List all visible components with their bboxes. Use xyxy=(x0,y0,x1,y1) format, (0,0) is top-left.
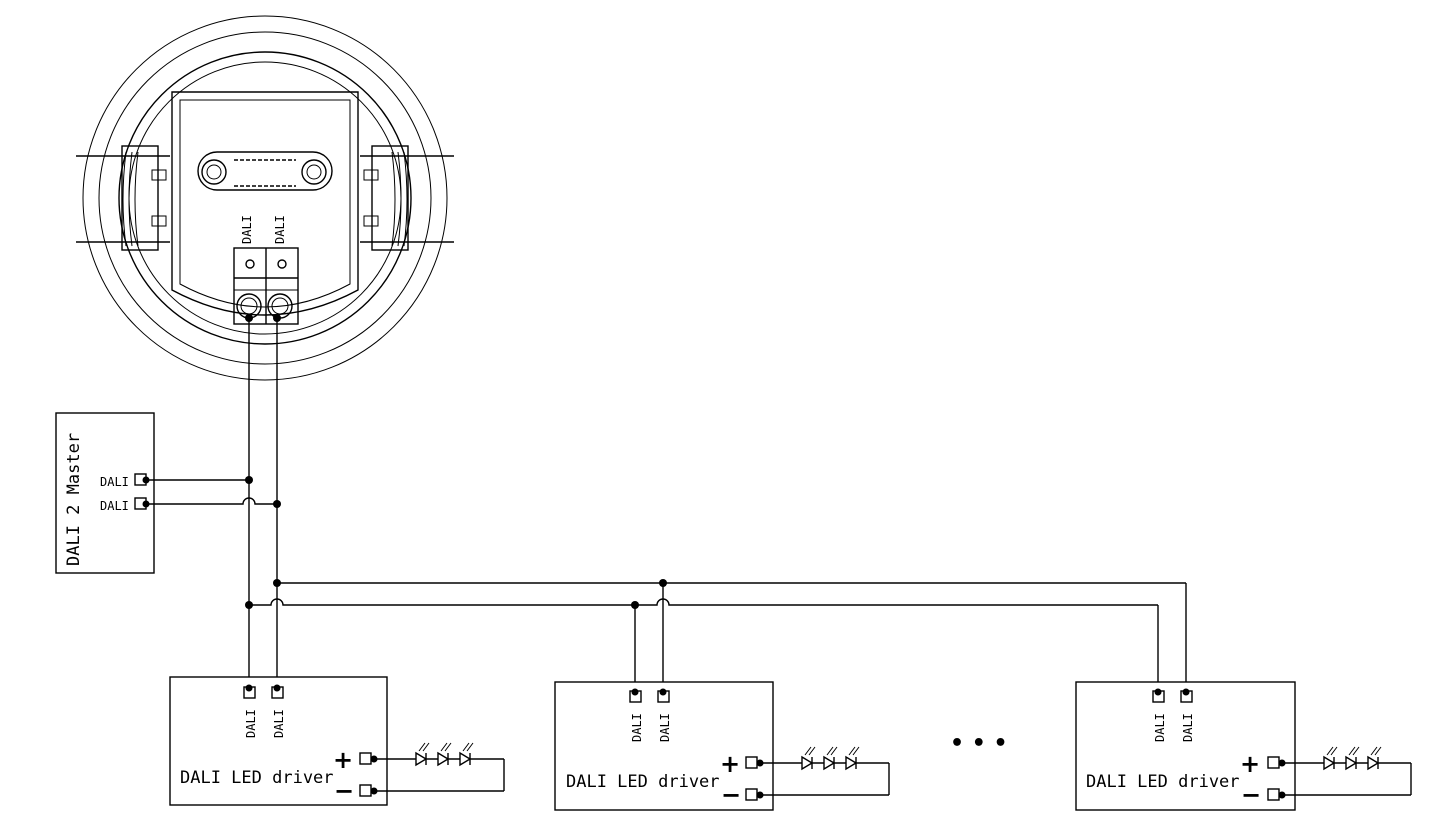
dali-master: DALI 2 Master DALI DALI xyxy=(55,412,155,574)
right-spring-clip xyxy=(360,145,454,251)
plus-sign: + xyxy=(720,750,740,778)
led-driver-1: DALI DALI DALI LED driver + − xyxy=(169,676,505,806)
sensor-device: DALI DALI xyxy=(76,15,454,381)
left-spring-clip xyxy=(76,145,170,251)
driver-terminal-label-2: DALI xyxy=(658,713,672,742)
minus-sign: − xyxy=(1241,781,1261,809)
sensor-terminal-label-2: DALI xyxy=(273,215,287,244)
master-title: DALI 2 Master xyxy=(64,433,84,566)
sensor-bezel xyxy=(98,31,432,365)
minus-sign: − xyxy=(334,777,354,805)
led-driver-3: DALI DALI DALI LED driver + − xyxy=(1075,681,1412,811)
driver-title: DALI LED driver xyxy=(1086,772,1240,792)
driver-terminal-label-2: DALI xyxy=(1181,713,1195,742)
minus-sign: − xyxy=(721,781,741,809)
sensor-lens-bar xyxy=(197,151,333,191)
led-driver-2: DALI DALI DALI LED driver + − xyxy=(554,681,890,811)
sensor-inner-ring xyxy=(128,61,402,335)
master-terminal-label-2: DALI xyxy=(100,499,129,513)
plus-sign: + xyxy=(1240,750,1260,778)
driver-terminal-label-2: DALI xyxy=(272,709,286,738)
driver-title: DALI LED driver xyxy=(180,768,334,788)
master-box xyxy=(55,412,155,574)
driver-box xyxy=(554,681,774,811)
driver-box xyxy=(1075,681,1296,811)
sensor-terminal-label-1: DALI xyxy=(240,215,254,244)
sensor-outer-ring xyxy=(82,15,448,381)
plus-sign: + xyxy=(333,746,353,774)
sensor-inner-plate xyxy=(171,91,359,316)
sensor-terminal-block xyxy=(233,247,299,325)
led-string xyxy=(374,742,505,792)
driver-terminal-label-1: DALI xyxy=(244,709,258,738)
driver-title: DALI LED driver xyxy=(566,772,720,792)
dali-bus-wiring xyxy=(146,318,1187,686)
sensor-housing xyxy=(118,51,412,345)
master-terminal-label-1: DALI xyxy=(100,475,129,489)
more-drivers-ellipsis: • • • xyxy=(950,731,1008,756)
driver-terminal-label-1: DALI xyxy=(1153,713,1167,742)
led-string xyxy=(760,746,890,796)
driver-terminal-label-1: DALI xyxy=(630,713,644,742)
led-string xyxy=(1282,746,1412,796)
